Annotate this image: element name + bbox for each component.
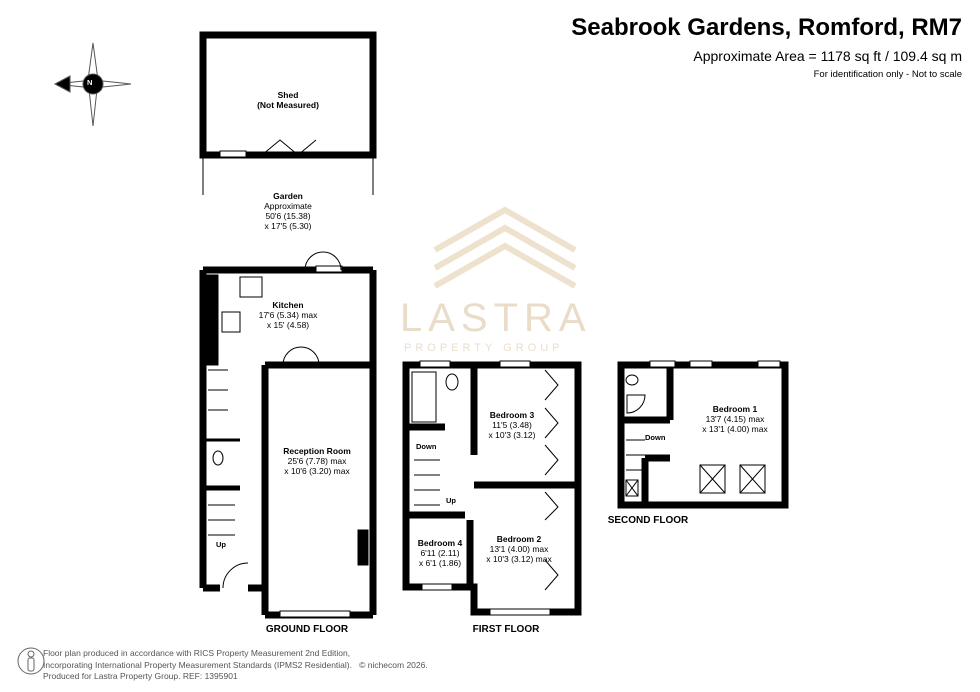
room-dims: x 13'1 (4.00) max	[702, 424, 768, 434]
stairs-up: Up	[216, 540, 226, 549]
person-icon	[17, 647, 45, 675]
compass-label: N	[87, 78, 93, 87]
room-dims: x 10'3 (3.12)	[488, 430, 536, 440]
compass-icon	[53, 42, 132, 127]
room-dims: 6'11 (2.11)	[420, 548, 460, 558]
ground-floor-fixtures	[208, 139, 351, 618]
second-floor-fixtures	[625, 360, 781, 497]
room-dims: 25'6 (7.78) max	[287, 456, 347, 466]
room-name: Bedroom 1	[712, 404, 758, 414]
room-name: Garden	[273, 191, 303, 201]
footer-line: Floor plan produced in accordance with R…	[43, 648, 351, 658]
property-title: Seabrook Gardens, Romford, RM7	[571, 14, 962, 41]
room-dims: (Not Measured)	[257, 100, 319, 110]
room-name: Bedroom 4	[417, 538, 463, 548]
footer-line: Produced for Lastra Property Group. REF:…	[43, 671, 238, 681]
room-dims: 50'6 (15.38)	[265, 211, 311, 221]
scale-note: For identification only - Not to scale	[813, 69, 962, 80]
room-name: Bedroom 3	[489, 410, 535, 420]
watermark-subtitle: PROPERTY GROUP	[404, 342, 564, 354]
ground-floor-walls	[199, 31, 377, 619]
room-dims: 17'6 (5.34) max	[258, 310, 318, 320]
room-name: Shed	[277, 90, 299, 100]
first-floor-fixtures	[411, 360, 559, 616]
first-floor-walls	[402, 361, 582, 616]
second-floor-label: SECOND FLOOR	[607, 515, 689, 526]
stairs-up: Up	[446, 496, 456, 505]
room-dims: x 17'5 (5.30)	[264, 221, 312, 231]
approximate-area: Approximate Area = 1178 sq ft / 109.4 sq…	[693, 48, 962, 64]
footer-line: Incorporating International Property Mea…	[43, 659, 352, 670]
stairs-down: Down	[645, 433, 666, 442]
first-floor-label: FIRST FLOOR	[472, 624, 540, 635]
room-dims: 13'1 (4.00) max	[489, 544, 549, 554]
footer-disclaimer: Floor plan produced in accordance with R…	[43, 648, 428, 683]
room-name: Kitchen	[272, 300, 304, 310]
room-name: Bedroom 2	[496, 534, 542, 544]
room-dims: 13'7 (4.15) max	[705, 414, 765, 424]
stairs-down: Down	[416, 442, 437, 451]
room-dims: x 6'1 (1.86)	[418, 558, 462, 568]
room-dims: Approximate	[264, 201, 312, 211]
room-name: Reception Room	[283, 446, 351, 456]
room-dims: 11'5 (3.48)	[492, 420, 532, 430]
copyright: © nichecom 2026.	[359, 659, 428, 670]
room-dims: x 10'3 (3.12) max	[486, 554, 552, 564]
room-dims: x 15' (4.58)	[266, 320, 310, 330]
room-dims: x 10'6 (3.20) max	[284, 466, 350, 476]
watermark-building-icon	[433, 206, 577, 289]
room-shed: Shed(Not Measured)	[257, 90, 319, 110]
watermark-logo: LASTRA	[400, 296, 592, 340]
ground-floor-label: GROUND FLOOR	[265, 624, 349, 635]
